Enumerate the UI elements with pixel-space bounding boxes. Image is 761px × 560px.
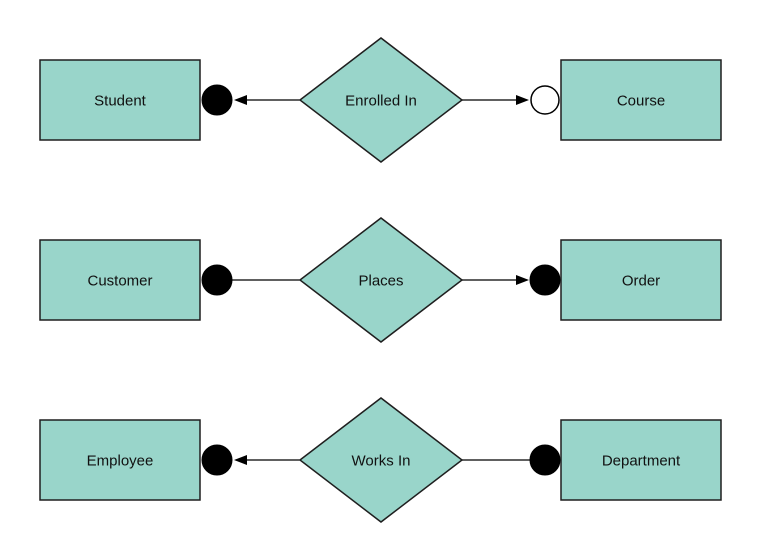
cardinality-dot-filled — [529, 444, 561, 476]
entity-label-customer: Customer — [87, 272, 152, 289]
cardinality-dot-filled — [201, 444, 233, 476]
arrowhead-right-icon — [516, 95, 529, 105]
entity-box-order — [560, 239, 722, 321]
entity-box-employee — [39, 419, 201, 501]
entity-box-department — [560, 419, 722, 501]
relationship-row-customer-order: Customer Places Order — [39, 217, 722, 343]
entity-box-course — [560, 59, 722, 141]
entity-box-customer — [39, 239, 201, 321]
relationship-row-employee-department: Employee Works In Department — [39, 397, 722, 523]
arrowhead-left-icon — [234, 95, 247, 105]
arrowhead-right-icon — [516, 275, 529, 285]
cardinality-dot-filled — [201, 84, 233, 116]
entity-label-course: Course — [617, 92, 665, 109]
entity-label-department: Department — [602, 452, 681, 469]
cardinality-dot-open — [530, 85, 560, 115]
cardinality-dot-filled — [201, 264, 233, 296]
relationship-label-works-in: Works In — [352, 452, 411, 469]
entity-label-student: Student — [94, 92, 147, 109]
entity-label-order: Order — [622, 272, 660, 289]
entity-label-employee: Employee — [87, 452, 154, 469]
entity-box-student — [39, 59, 201, 141]
relationship-label-places: Places — [358, 272, 403, 289]
arrowhead-left-icon — [234, 455, 247, 465]
relationship-label-enrolled-in: Enrolled In — [345, 92, 417, 109]
cardinality-dot-filled — [529, 264, 561, 296]
relationship-row-student-course: Student Enrolled In Course — [39, 37, 722, 163]
